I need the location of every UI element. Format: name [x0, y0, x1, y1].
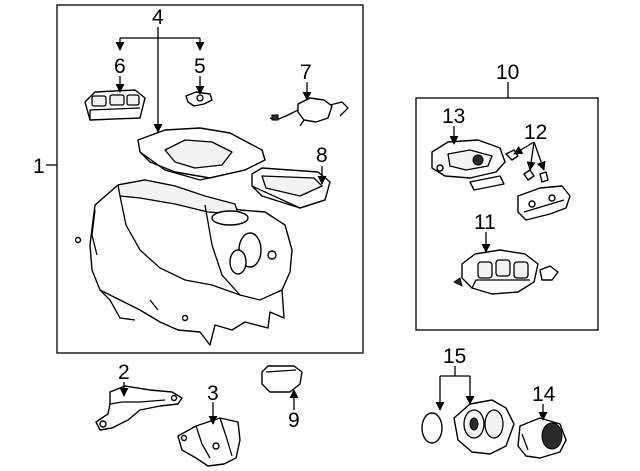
socket-bracket-icon[interactable] [517, 185, 571, 221]
switch-bezel-icon[interactable] [461, 249, 539, 295]
callout-14: 14 [532, 383, 556, 406]
callout-10: 10 [496, 61, 519, 84]
bracket-icon[interactable] [95, 385, 183, 431]
socket-cap-icon[interactable] [421, 412, 443, 444]
callout-3: 3 [207, 382, 219, 405]
screw-icon[interactable] [453, 277, 463, 287]
callout-6: 6 [114, 55, 126, 78]
lamp-housing-icon[interactable] [431, 139, 506, 179]
callout-12: 12 [524, 121, 547, 144]
bulb-icon[interactable] [505, 149, 549, 183]
callout-8: 8 [316, 144, 328, 167]
callout-1: 1 [33, 155, 45, 178]
callout-11: 11 [474, 211, 496, 234]
lens-plate-icon[interactable] [469, 175, 505, 191]
callout-15: 15 [443, 345, 466, 368]
mount-bracket-icon[interactable] [177, 417, 241, 467]
callout-4: 4 [152, 6, 164, 29]
lamp-kit-frame [415, 97, 599, 331]
console-body-icon[interactable] [74, 179, 293, 346]
harness-icon[interactable] [269, 97, 349, 127]
leader-lines [46, 27, 548, 425]
callout-7: 7 [300, 61, 312, 84]
storage-tray-icon[interactable] [251, 167, 331, 209]
lighter-icon[interactable] [517, 417, 567, 459]
power-socket-icon[interactable] [453, 399, 515, 455]
clip-icon[interactable] [185, 91, 213, 107]
console-frame [56, 4, 364, 354]
callout-9: 9 [288, 409, 300, 432]
callout-13: 13 [442, 105, 465, 128]
callout-5: 5 [194, 55, 206, 78]
cover-plate-icon[interactable] [261, 365, 303, 393]
small-lens-icon[interactable] [539, 265, 559, 281]
callout-labels: 1 4 6 5 7 8 2 3 9 10 13 12 11 15 14 [33, 6, 556, 432]
callout-2: 2 [118, 361, 130, 384]
switch-panel-icon[interactable] [84, 89, 146, 121]
armrest-lid-icon[interactable] [137, 127, 266, 181]
